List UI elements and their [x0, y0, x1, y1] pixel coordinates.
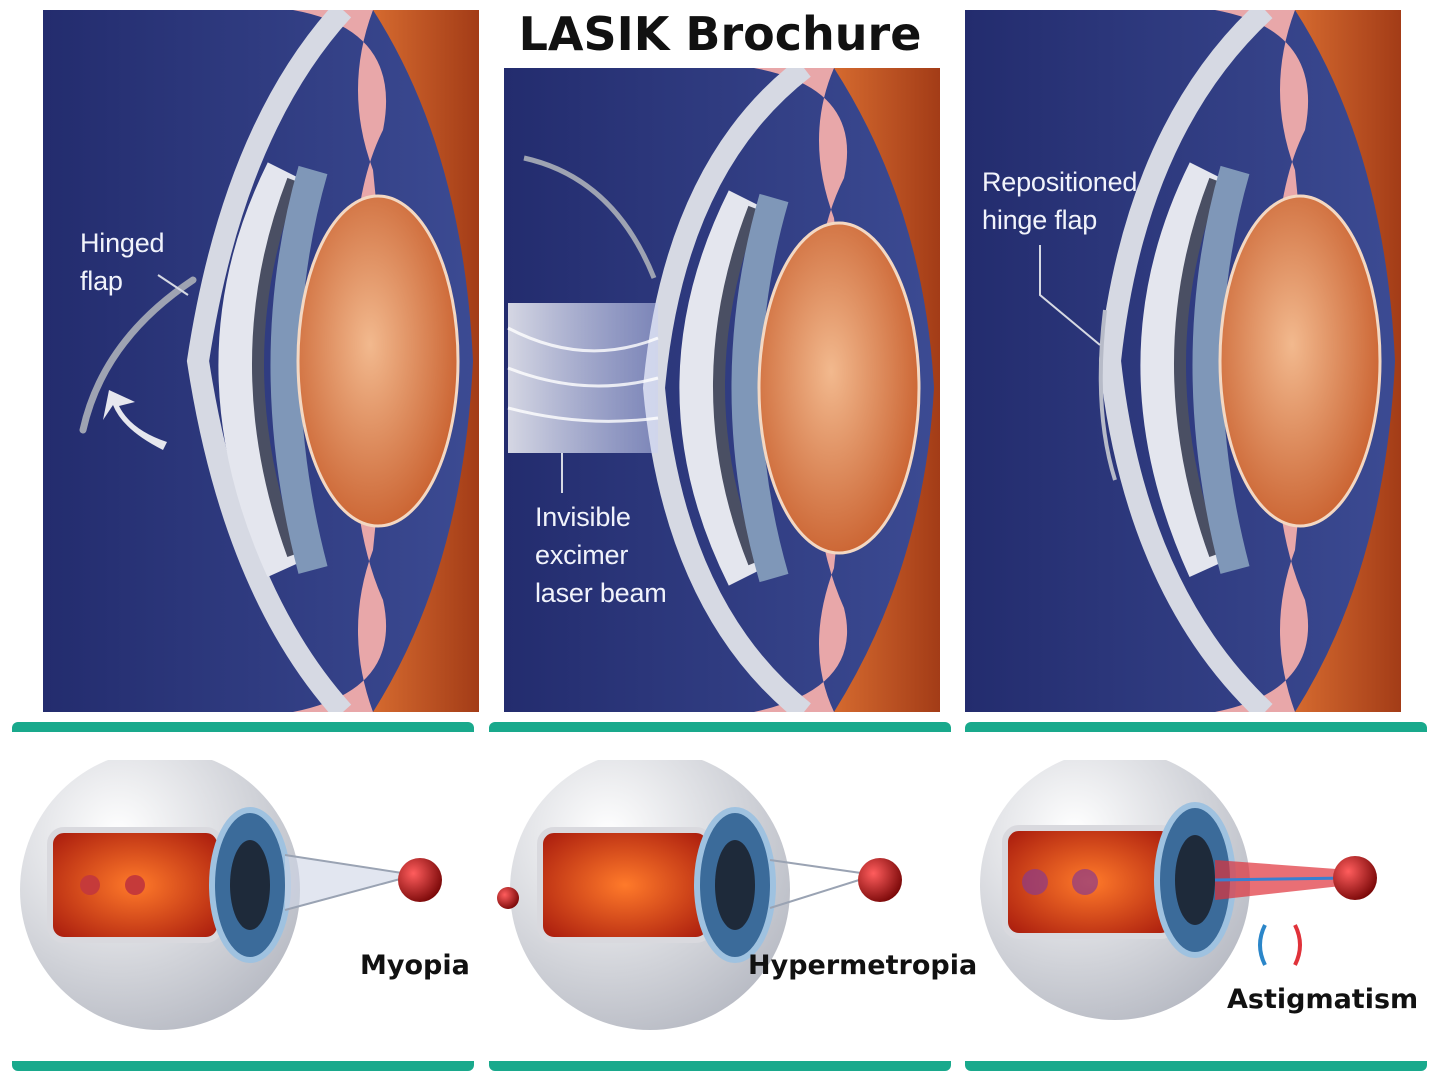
divider-top-1 — [12, 722, 474, 732]
divider-bottom-2 — [489, 1061, 951, 1071]
brochure-title: LASIK Brochure — [440, 2, 1000, 66]
hypermetropia-illustration: Hypermetropia — [490, 760, 977, 1050]
eye-cross-section-illustration — [43, 10, 479, 712]
panel-repositioned-flap: Repositioned hinge flap — [965, 10, 1401, 712]
repositioned-flap-label: Repositioned hinge flap — [982, 167, 1138, 235]
astigmatism-illustration: Astigmatism — [975, 760, 1425, 1050]
divider-top-3 — [965, 722, 1427, 732]
eyeball-diagram — [980, 760, 1377, 1020]
myopia-illustration: Myopia — [20, 760, 470, 1050]
eye-cross-section-illustration — [504, 68, 940, 712]
eyeball-diagram — [497, 760, 902, 1030]
myopia-label: Myopia — [360, 950, 470, 981]
divider-bottom-1 — [12, 1061, 474, 1071]
laser-beam-label: Invisible excimer laser beam — [535, 502, 667, 608]
eyeball-diagram — [20, 760, 442, 1030]
hinged-flap-label: Hinged flap — [80, 228, 165, 296]
panel-hinged-flap: Hinged flap — [43, 10, 479, 712]
divider-top-2 — [489, 722, 951, 732]
astigmatism-label: Astigmatism — [1227, 984, 1419, 1015]
panel-excimer-laser: Invisible excimer laser beam — [504, 68, 940, 712]
hypermetropia-label: Hypermetropia — [748, 950, 978, 981]
eye-cross-section-illustration — [965, 10, 1401, 712]
divider-bottom-3 — [965, 1061, 1427, 1071]
